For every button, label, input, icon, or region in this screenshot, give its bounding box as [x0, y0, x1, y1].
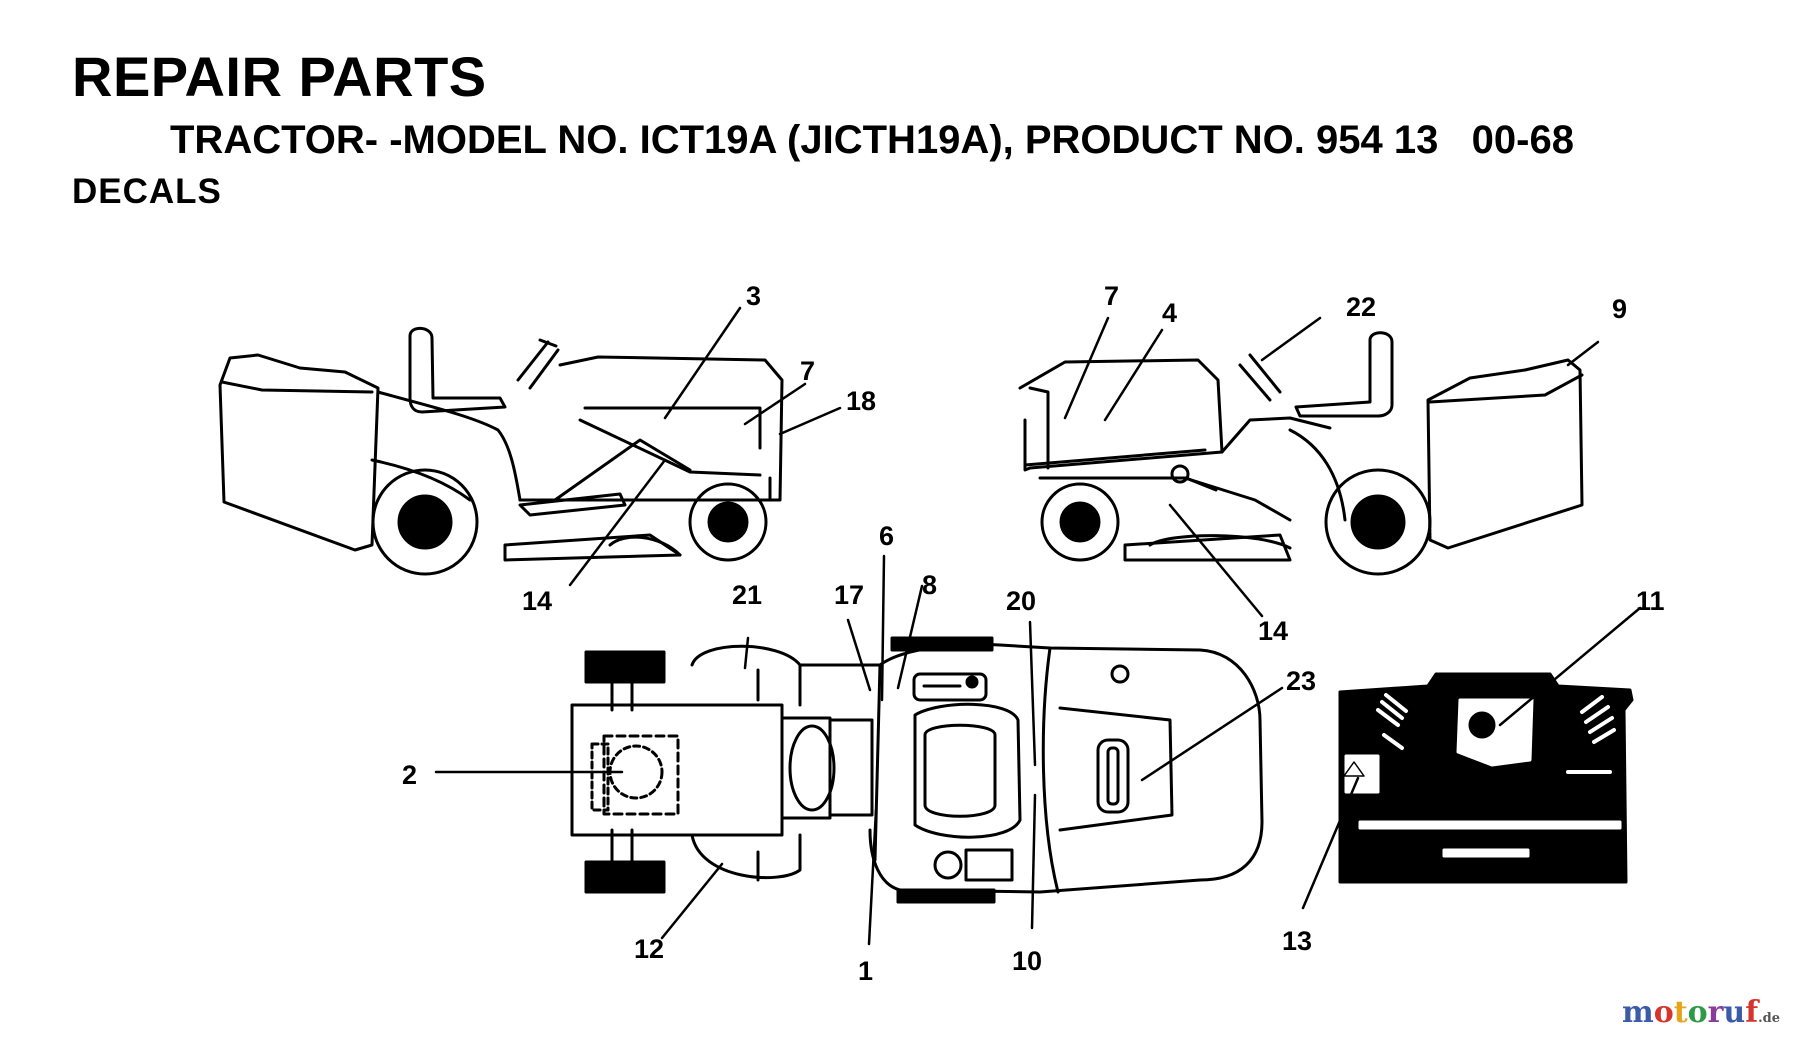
tractor-top-view	[570, 636, 1264, 904]
callout-12: 12	[634, 934, 664, 964]
dash-panel	[1338, 672, 1634, 884]
watermark-letter: o	[1687, 995, 1708, 1030]
watermark-letter: t	[1673, 995, 1688, 1030]
callout-4: 4	[1162, 298, 1177, 328]
callout-14: 14	[522, 586, 552, 616]
callout-23: 23	[1286, 666, 1316, 696]
callout-labels: 3 7 18 14 7 4 22 9 14 2 6 8 17 20 23 21 …	[402, 281, 1665, 986]
watermark-letter: r	[1707, 995, 1724, 1030]
callout-1: 1	[858, 956, 873, 986]
model-subtitle: TRACTOR- -MODEL NO. ICT19A (JICTH19A), P…	[170, 118, 1574, 162]
watermark-letter: o	[1653, 995, 1674, 1030]
callout-11: 11	[1636, 586, 1665, 616]
watermark-letter: u	[1723, 995, 1746, 1030]
watermark-logo: motoruf.de	[1622, 995, 1780, 1030]
callout-21: 21	[732, 580, 762, 610]
callout-7: 7	[1104, 281, 1119, 311]
callout-17: 17	[834, 580, 864, 610]
tractor-left-side-view	[218, 326, 784, 576]
tractor-right-side-view	[1018, 331, 1584, 576]
callout-7: 7	[800, 356, 815, 386]
callout-3: 3	[746, 281, 761, 311]
leader-lines	[434, 306, 1642, 946]
callout-14: 14	[1258, 616, 1288, 646]
callout-10: 10	[1012, 946, 1042, 976]
callout-8: 8	[922, 570, 937, 600]
callout-6: 6	[879, 521, 894, 551]
page-title: REPAIR PARTS	[72, 45, 487, 108]
watermark-tld: .de	[1758, 1011, 1780, 1026]
callout-13: 13	[1282, 926, 1312, 956]
section-heading: DECALS	[72, 172, 222, 211]
callout-18: 18	[846, 386, 876, 416]
callout-2: 2	[402, 760, 417, 790]
watermark-letter: f	[1745, 995, 1759, 1030]
callout-9: 9	[1612, 294, 1627, 324]
callout-20: 20	[1006, 586, 1036, 616]
callout-22: 22	[1346, 292, 1376, 322]
watermark-letter: m	[1621, 995, 1654, 1030]
